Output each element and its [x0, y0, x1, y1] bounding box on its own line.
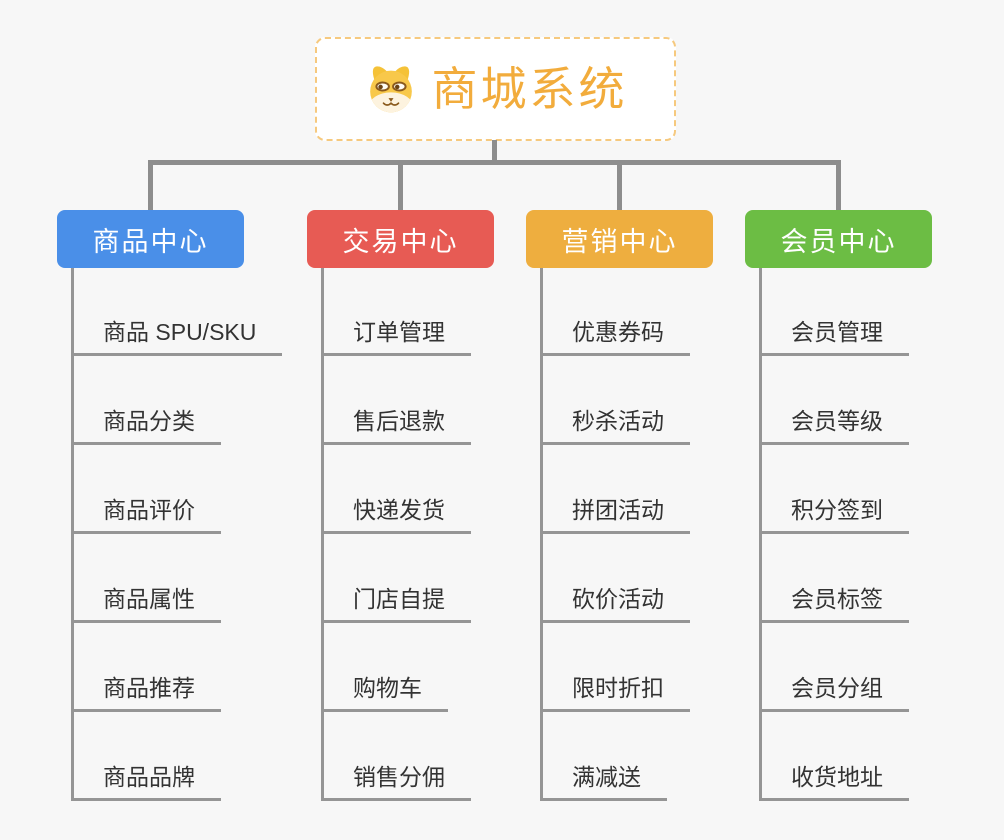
child-item-label: 商品 SPU/SKU [103, 319, 257, 345]
child-item[interactable]: 满减送 [540, 712, 667, 801]
child-item-label: 商品推荐 [103, 675, 195, 701]
child-list-1: 订单管理售后退款快递发货门店自提购物车销售分佣 [321, 267, 471, 801]
child-list-3: 会员管理会员等级积分签到会员标签会员分组收货地址 [759, 267, 909, 801]
child-item[interactable]: 会员分组 [759, 623, 909, 712]
child-item[interactable]: 商品 SPU/SKU [71, 267, 283, 356]
child-item-label: 砍价活动 [572, 586, 664, 612]
child-list-0: 商品 SPU/SKU 商品分类商品评价商品属性商品推荐商品品牌 [71, 267, 283, 801]
child-item[interactable]: 优惠券码 [540, 267, 690, 356]
child-item[interactable]: 商品推荐 [71, 623, 221, 712]
child-item[interactable]: 限时折扣 [540, 623, 690, 712]
child-item-label: 满减送 [572, 764, 641, 790]
child-item[interactable]: 门店自提 [321, 534, 471, 623]
shiba-dog-icon [364, 64, 418, 114]
branch-label: 会员中心 [780, 226, 897, 257]
branch-node-0[interactable]: 商品中心 [57, 210, 244, 268]
connector-horizontal [148, 160, 840, 165]
child-item-label: 会员等级 [791, 408, 883, 434]
child-item[interactable]: 收货地址 [759, 712, 909, 801]
branch-label: 交易中心 [342, 226, 459, 257]
branch-label: 商品中心 [92, 226, 209, 257]
child-item-label: 优惠券码 [572, 319, 664, 345]
child-item[interactable]: 积分签到 [759, 445, 909, 534]
child-item-label: 订单管理 [353, 319, 445, 345]
child-item-label: 会员分组 [791, 675, 883, 701]
child-item-label: 门店自提 [353, 586, 445, 612]
connector-drop-3 [836, 160, 841, 211]
branch-node-2[interactable]: 营销中心 [526, 210, 713, 268]
child-item[interactable]: 售后退款 [321, 356, 471, 445]
child-item[interactable]: 拼团活动 [540, 445, 690, 534]
child-list-2: 优惠券码秒杀活动拼团活动砍价活动限时折扣满减送 [540, 267, 690, 801]
connector-drop-1 [398, 160, 403, 211]
root-title: 商城系统 [431, 63, 628, 115]
root-node[interactable]: 商城系统 [315, 37, 676, 141]
child-item[interactable]: 购物车 [321, 623, 448, 712]
child-item[interactable]: 商品品牌 [71, 712, 221, 801]
child-item-label: 商品分类 [103, 408, 195, 434]
child-item-label: 收货地址 [791, 764, 883, 790]
child-item-label: 购物车 [353, 675, 422, 701]
child-item[interactable]: 会员等级 [759, 356, 909, 445]
child-item-label: 快递发货 [353, 497, 445, 523]
child-item[interactable]: 商品评价 [71, 445, 221, 534]
connector-root-stub [492, 140, 497, 163]
child-item[interactable]: 会员管理 [759, 267, 909, 356]
child-item-label: 积分签到 [791, 497, 883, 523]
branch-node-1[interactable]: 交易中心 [307, 210, 494, 268]
child-item[interactable]: 秒杀活动 [540, 356, 690, 445]
branch-tree-line-1 [321, 268, 324, 801]
child-item[interactable]: 商品属性 [71, 534, 221, 623]
branch-label: 营销中心 [561, 226, 678, 257]
child-item-label: 商品评价 [103, 497, 195, 523]
branch-tree-line-2 [540, 268, 543, 801]
connector-drop-0 [148, 160, 153, 211]
child-item-label: 限时折扣 [572, 675, 664, 701]
connector-drop-2 [617, 160, 622, 211]
child-item[interactable]: 销售分佣 [321, 712, 471, 801]
child-item[interactable]: 砍价活动 [540, 534, 690, 623]
child-item-label: 商品属性 [103, 586, 195, 612]
branch-node-3[interactable]: 会员中心 [745, 210, 932, 268]
child-item-label: 会员管理 [791, 319, 883, 345]
child-item[interactable]: 会员标签 [759, 534, 909, 623]
branch-tree-line-0 [71, 268, 74, 801]
child-item-label: 拼团活动 [572, 497, 664, 523]
child-item-label: 会员标签 [791, 586, 883, 612]
child-item-label: 销售分佣 [353, 764, 445, 790]
child-item[interactable]: 快递发货 [321, 445, 471, 534]
child-item-label: 商品品牌 [103, 764, 195, 790]
child-item-label: 售后退款 [353, 408, 445, 434]
branch-tree-line-3 [759, 268, 762, 801]
child-item[interactable]: 订单管理 [321, 267, 471, 356]
child-item-label: 秒杀活动 [572, 408, 664, 434]
child-item[interactable]: 商品分类 [71, 356, 221, 445]
